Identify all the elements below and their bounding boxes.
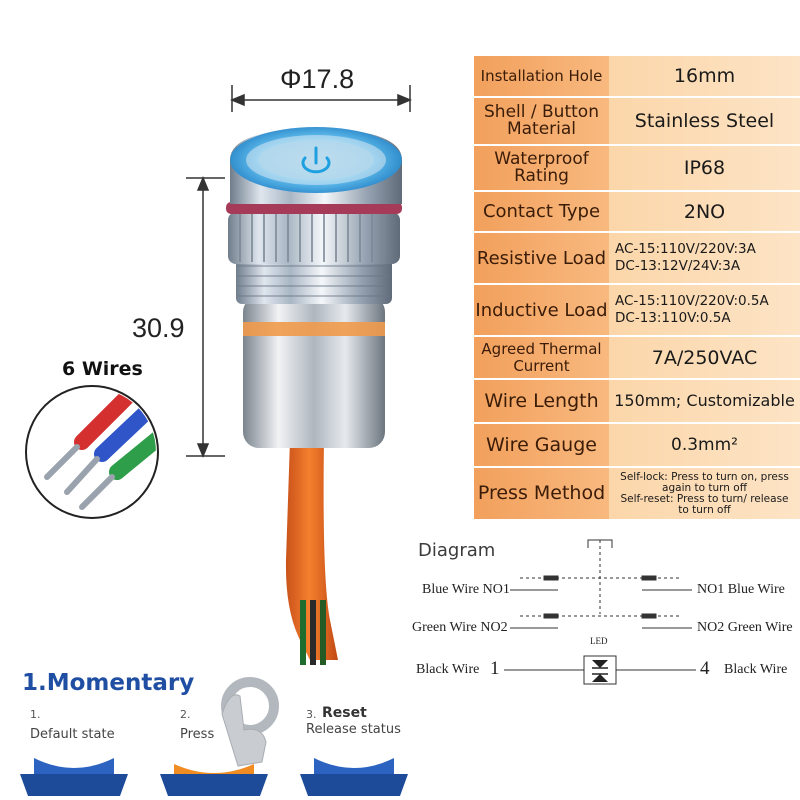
spec-label: Waterproof Rating (474, 145, 609, 192)
spec-label-line: Waterproof (494, 149, 589, 169)
momentary-title: 1.Momentary (22, 670, 195, 696)
table-row: Resistive Load AC-15:110V/220V:3A DC-13:… (474, 232, 800, 285)
spec-value: Stainless Steel (609, 97, 800, 146)
spec-value-line: AC-15:110V/220V:3A (615, 241, 756, 257)
diagram-title: Diagram (418, 540, 496, 561)
spec-label: Wire Length (474, 379, 609, 424)
reset-state-cap (300, 758, 408, 796)
spec-label: Resistive Load (474, 232, 609, 285)
diagram-led-label: LED (590, 636, 608, 646)
spec-value: AC-15:110V/220V:3A DC-13:12V/24V:3A (609, 232, 800, 285)
spec-label: Installation Hole (474, 56, 609, 98)
table-row: Shell / Button Material Stainless Steel (474, 97, 800, 146)
height-label: 30.9 (132, 313, 185, 343)
wire-red (74, 388, 140, 450)
diagram-label-blue-right: NO1 Blue Wire (697, 582, 785, 597)
spec-label-line: Current (513, 356, 570, 375)
diagram-label-black-right: Black Wire (724, 662, 788, 677)
wiring-diagram (504, 539, 696, 685)
diagram-pin-right: 4 (700, 658, 710, 679)
spec-label-line: Shell / Button (484, 102, 599, 122)
spec-label-line: Material (506, 119, 577, 139)
step-label: Press (180, 727, 215, 742)
step-label: Release status (306, 722, 401, 737)
push-button-switch-illustration (186, 85, 412, 665)
table-row: Wire Length 150mm; Customizable (474, 379, 800, 424)
table-row: Installation Hole 16mm (474, 56, 800, 98)
spec-label-line: Agreed Thermal (481, 339, 602, 358)
diagram-label-green-right: NO2 Green Wire (697, 620, 793, 635)
hand-press-icon (221, 677, 279, 767)
spec-label: Inductive Load (474, 284, 609, 337)
spec-value: Self-lock: Press to turn on, press again… (609, 467, 800, 521)
step-label: Default state (30, 727, 115, 742)
spec-value-line: to turn off (678, 503, 731, 516)
diagram-pin-left: 1 (490, 658, 500, 679)
switch-body (243, 296, 385, 448)
table-row: Waterproof Rating IP68 (474, 145, 800, 192)
spec-value-line: DC-13:110V:0.5A (615, 310, 731, 326)
wires-callout-image (25, 385, 159, 519)
spec-value: 0.3mm² (609, 423, 800, 468)
spec-label: Contact Type (474, 191, 609, 233)
step-number: 2. (180, 708, 191, 721)
step-number: 3. (306, 708, 317, 721)
wires-callout-label: 6 Wires (62, 358, 143, 380)
spec-value-line: Self-lock: Press to turn on, press (620, 470, 789, 483)
table-row: Agreed Thermal Current 7A/250VAC (474, 336, 800, 380)
spec-value: 2NO (609, 191, 800, 233)
wire-green (109, 419, 156, 480)
spec-label: Agreed Thermal Current (474, 336, 609, 380)
table-row: Press Method Self-lock: Press to turn on… (474, 467, 800, 521)
diagram-label-green-left: Green Wire NO2 (412, 620, 508, 635)
height-dimension-line (186, 176, 225, 458)
step-number: 1. (30, 708, 41, 721)
cable (285, 440, 338, 665)
spec-value: AC-15:110V/220V:0.5A DC-13:110V:0.5A (609, 284, 800, 337)
spec-value-line: AC-15:110V/220V:0.5A (615, 293, 769, 309)
spec-value: 16mm (609, 56, 800, 98)
table-row: Wire Gauge 0.3mm² (474, 423, 800, 468)
spec-value-line: Self-reset: Press to turn/ release (620, 492, 789, 505)
diameter-label: Φ17.8 (280, 64, 355, 94)
spec-value: IP68 (609, 145, 800, 192)
spec-table: Installation Hole 16mm Shell / Button Ma… (474, 56, 800, 521)
diagram-label-black-left: Black Wire (416, 662, 480, 677)
default-state-cap (20, 758, 128, 796)
table-row: Contact Type 2NO (474, 191, 800, 233)
power-icon (301, 146, 331, 174)
diagram-label-blue-left: Blue Wire NO1 (422, 582, 510, 597)
led-icon (592, 660, 608, 682)
spec-value-line: DC-13:12V/24V:3A (615, 258, 741, 274)
spec-value: 150mm; Customizable (609, 379, 800, 424)
spec-label: Press Method (474, 467, 609, 521)
spec-label-line: Rating (514, 166, 569, 186)
spec-value-line: again to turn off (662, 481, 747, 494)
diameter-dimension-line (230, 85, 412, 112)
pressed-state-cap (160, 764, 268, 796)
table-row: Inductive Load AC-15:110V/220V:0.5A DC-1… (474, 284, 800, 337)
spec-value: 7A/250VAC (609, 336, 800, 380)
spec-label: Wire Gauge (474, 423, 609, 468)
momentary-state-illustrations (20, 677, 408, 796)
spec-label: Shell / Button Material (474, 97, 609, 146)
step-label-bold: Reset (322, 705, 367, 721)
